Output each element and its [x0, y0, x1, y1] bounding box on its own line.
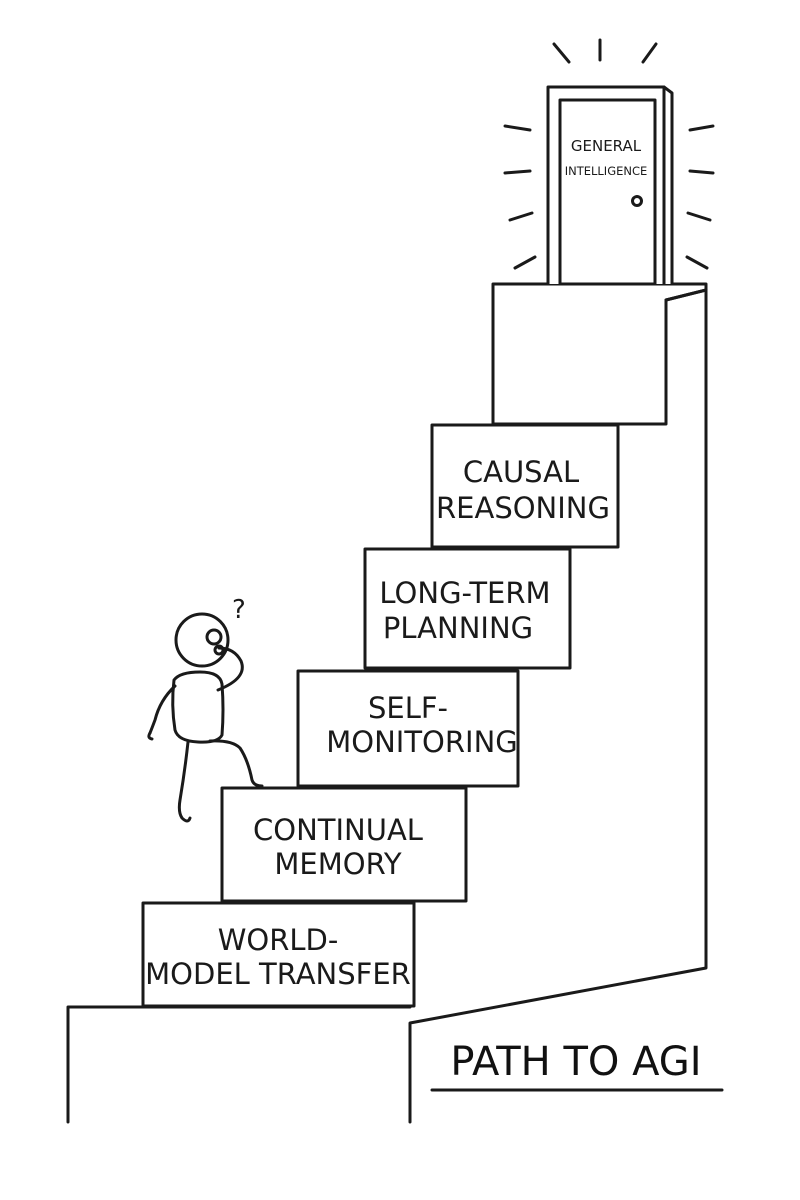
- step-self-monitoring: SELF- MONITORING: [296, 669, 520, 788]
- step-label-line1: SELF-: [368, 691, 448, 725]
- page-title: PATH TO AGI: [450, 1039, 701, 1085]
- figure-body: [171, 670, 225, 744]
- figure-arm: [148, 684, 177, 735]
- door-knob: [631, 195, 643, 207]
- step-continual-memory: CONTINUAL MEMORY: [220, 786, 468, 903]
- step-label-line1: LONG-TERM: [379, 576, 550, 610]
- figure-leg-front: [208, 739, 264, 788]
- step-world-model-transfer: WORLD- MODEL TRANSFER: [141, 901, 416, 1008]
- base-platform: [66, 1005, 412, 1124]
- step-label-line2: MEMORY: [274, 847, 401, 881]
- top-pedestal: [491, 282, 708, 426]
- step-box: [220, 786, 468, 903]
- step-label-line2: MONITORING: [326, 725, 518, 759]
- step-label-line1: WORLD-: [218, 923, 339, 957]
- door-label-line1: GENERAL: [571, 137, 642, 155]
- figure-head: [174, 612, 230, 668]
- figure-question-mark: ?: [232, 595, 246, 625]
- step-causal-reasoning: CAUSAL REASONING: [430, 423, 620, 549]
- step-long-term-planning: LONG-TERM PLANNING: [363, 547, 572, 670]
- step-box: [363, 547, 572, 670]
- figure-hand: [213, 644, 225, 656]
- door-glow-rays: [503, 38, 715, 270]
- step-label-line2: MODEL TRANSFER: [145, 957, 411, 991]
- step-box: [141, 901, 416, 1008]
- step-label-line1: CONTINUAL: [253, 813, 423, 847]
- figure-hand-left: [147, 731, 154, 741]
- step-label-line1: CAUSAL: [463, 455, 579, 489]
- door-label-line2: INTELLIGENCE: [565, 164, 648, 178]
- door-general-intelligence: GENERAL INTELLIGENCE: [546, 85, 674, 286]
- step-label-line2: PLANNING: [383, 611, 533, 645]
- door-panel: [558, 98, 657, 286]
- figure-leg-back: [177, 740, 192, 823]
- stick-figure: ?: [147, 595, 264, 823]
- figure-eye: [205, 628, 223, 646]
- title-block: PATH TO AGI: [430, 1039, 724, 1092]
- figure-thinking-arm: [216, 646, 244, 692]
- step-box: [296, 669, 520, 788]
- step-label-line2: REASONING: [436, 491, 610, 525]
- right-wall: [408, 288, 708, 1124]
- step-box: [430, 423, 620, 549]
